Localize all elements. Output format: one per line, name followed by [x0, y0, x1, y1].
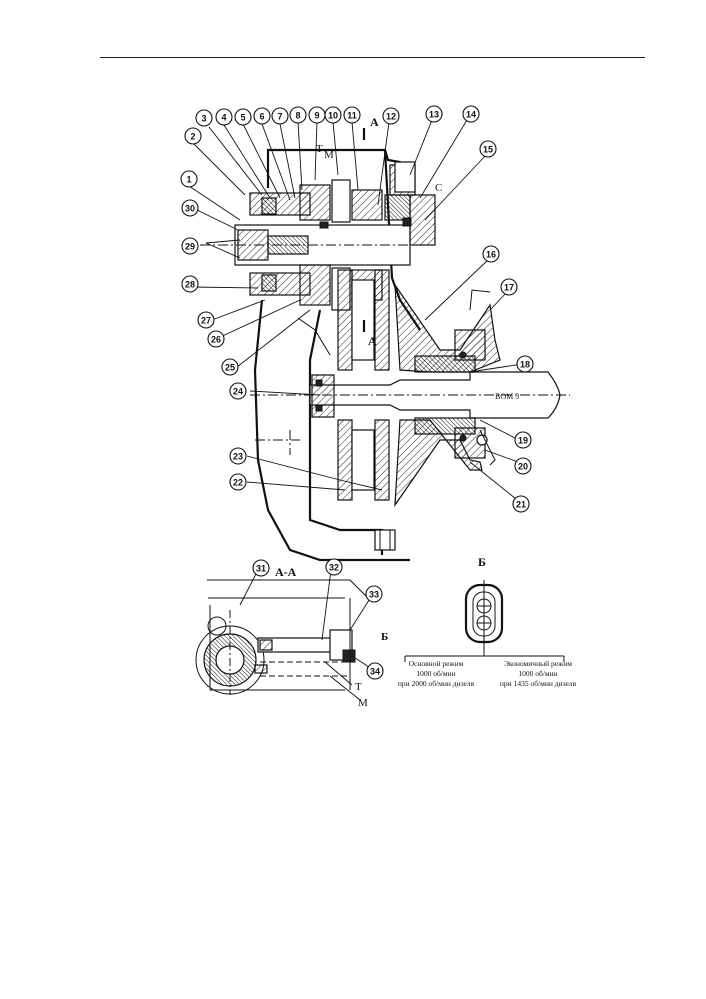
- callout-label: 15: [483, 145, 493, 155]
- callout-label: 6: [259, 112, 264, 122]
- callout-18: 18: [516, 355, 534, 373]
- section-aa-title: А-А: [275, 565, 297, 579]
- callout-label: 28: [185, 280, 195, 290]
- callout-label: 11: [347, 111, 357, 121]
- callout-23: 23: [229, 447, 247, 465]
- callout-label: 25: [225, 363, 235, 373]
- callout-22: 22: [229, 473, 247, 491]
- callout-label: 13: [429, 110, 439, 120]
- mode-main-pto-speed: 1000 об/мин: [416, 669, 455, 678]
- callout-label: 24: [233, 387, 243, 397]
- mode-economy-engine-speed: при 1435 об/мин дизеля: [500, 679, 577, 688]
- callout-label: 1: [186, 175, 191, 185]
- callout-25: 25: [221, 358, 239, 376]
- callout-label: 18: [520, 360, 530, 370]
- callout-19: 19: [514, 431, 532, 449]
- callout-24: 24: [229, 382, 247, 400]
- callout-5: 5: [234, 108, 252, 126]
- main-section-view: [200, 128, 570, 562]
- callout-label: 33: [369, 590, 379, 600]
- callout-2: 2: [184, 127, 202, 145]
- callout-label: 21: [516, 500, 526, 510]
- section-b-mark: Б: [381, 631, 388, 643]
- callout-label: 22: [233, 478, 243, 488]
- callout-label: 16: [486, 250, 496, 260]
- callout-32: 32: [325, 558, 343, 576]
- m-mark: М: [358, 697, 368, 709]
- callout-label: 29: [185, 242, 195, 252]
- callout-6: 6: [253, 107, 271, 125]
- callout-label: 14: [466, 110, 476, 120]
- callout-label: 7: [277, 112, 282, 122]
- callout-label: 20: [518, 462, 528, 472]
- callout-label: 19: [518, 436, 528, 446]
- section-mark-top: A: [370, 115, 379, 129]
- callout-label: 17: [504, 283, 514, 293]
- callout-33: 33: [365, 585, 383, 603]
- callout-9: 9: [308, 106, 326, 124]
- callout-8: 8: [289, 106, 307, 124]
- callout-label: 23: [233, 452, 243, 462]
- section-mark-bottom: A: [368, 334, 377, 348]
- callout-29: 29: [181, 237, 199, 255]
- callout-1: 1: [180, 170, 198, 188]
- mode-economy: Экономичный режим 1000 об/мин при 1435 о…: [500, 659, 577, 688]
- callout-31: 31: [252, 559, 270, 577]
- letter-c: C: [435, 182, 442, 194]
- callout-17: 17: [500, 278, 518, 296]
- callout-label: 30: [185, 204, 195, 214]
- callout-leaders: [188, 119, 523, 504]
- callout-label: 9: [314, 111, 319, 121]
- callout-label: 2: [190, 132, 195, 142]
- mode-economy-pto-speed: 1000 об/мин: [518, 669, 557, 678]
- callout-label: 26: [211, 335, 221, 345]
- mode-main-name: Основной режим: [409, 659, 464, 668]
- callout-28: 28: [181, 275, 199, 293]
- callout-13: 13: [425, 105, 443, 123]
- callout-14: 14: [462, 105, 480, 123]
- callout-26: 26: [207, 330, 225, 348]
- callout-label: 34: [370, 667, 380, 677]
- t-mark: Т: [355, 681, 362, 693]
- callout-27: 27: [197, 311, 215, 329]
- callout-21: 21: [512, 495, 530, 513]
- letter-m: M: [324, 149, 334, 161]
- callout-label: 5: [240, 113, 245, 123]
- view-b-title: Б: [478, 555, 486, 569]
- callout-label: 32: [329, 563, 339, 573]
- callout-label: 3: [201, 114, 206, 124]
- view-b: [404, 580, 565, 662]
- callout-15: 15: [479, 140, 497, 158]
- callout-label: 10: [328, 111, 338, 121]
- mode-main-engine-speed: при 2000 об/мин дизеля: [398, 679, 475, 688]
- mode-economy-name: Экономичный режим: [504, 659, 572, 668]
- callout-10: 10: [324, 106, 342, 124]
- callout-20: 20: [514, 457, 532, 475]
- mode-main: Основной режим 1000 об/мин при 2000 об/м…: [398, 659, 475, 688]
- callout-11: 11: [343, 106, 361, 124]
- section-aa-view: [195, 569, 373, 701]
- callout-label: 27: [201, 316, 211, 326]
- callout-34: 34: [366, 662, 384, 680]
- callout-3: 3: [195, 109, 213, 127]
- letter-t: T: [316, 143, 323, 155]
- callout-label: 4: [221, 113, 226, 123]
- header-rule: [100, 57, 645, 58]
- shaft-label: ВОМ 3: [495, 392, 519, 401]
- callout-7: 7: [271, 107, 289, 125]
- callout-label: 8: [295, 111, 300, 121]
- callout-label: 31: [256, 564, 266, 574]
- callout-label: 12: [386, 112, 396, 122]
- callout-4: 4: [215, 108, 233, 126]
- callout-30: 30: [181, 199, 199, 217]
- callout-16: 16: [482, 245, 500, 263]
- callout-12: 12: [382, 107, 400, 125]
